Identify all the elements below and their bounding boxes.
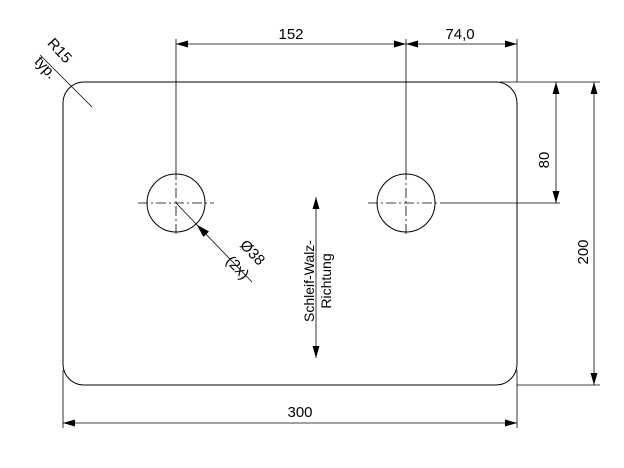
grain-direction-line2: Richtung bbox=[318, 253, 334, 308]
dimension-hole-spacing: 152 bbox=[176, 26, 406, 48]
grain-direction-indicator: Schleif-Walz- Richtung bbox=[301, 197, 334, 358]
dimension-edge-offset-x: 74,0 bbox=[406, 26, 517, 48]
extension-lines-bottom bbox=[62, 370, 518, 428]
extension-lines-top bbox=[175, 39, 518, 170]
extension-lines-right bbox=[444, 81, 600, 386]
dimension-plate-width: 300 bbox=[63, 404, 517, 427]
dimension-edge-offset-y: 80 bbox=[536, 82, 560, 203]
plate-outline bbox=[62, 81, 518, 386]
corner-radius-callout: R15 typ. bbox=[31, 35, 93, 108]
dimension-plate-height-label: 200 bbox=[575, 239, 592, 264]
dimension-edge-offset-x-label: 74,0 bbox=[445, 26, 474, 43]
dimension-hole-spacing-label: 152 bbox=[278, 26, 303, 43]
diameter-callout: Ø38 (2x) bbox=[175, 202, 268, 283]
dimension-edge-offset-y-label: 80 bbox=[536, 152, 553, 169]
dimension-plate-height: 200 bbox=[575, 82, 598, 385]
hole-right bbox=[368, 170, 444, 236]
grain-direction-line1: Schleif-Walz- bbox=[301, 240, 317, 322]
dimension-plate-width-label: 300 bbox=[287, 404, 312, 421]
